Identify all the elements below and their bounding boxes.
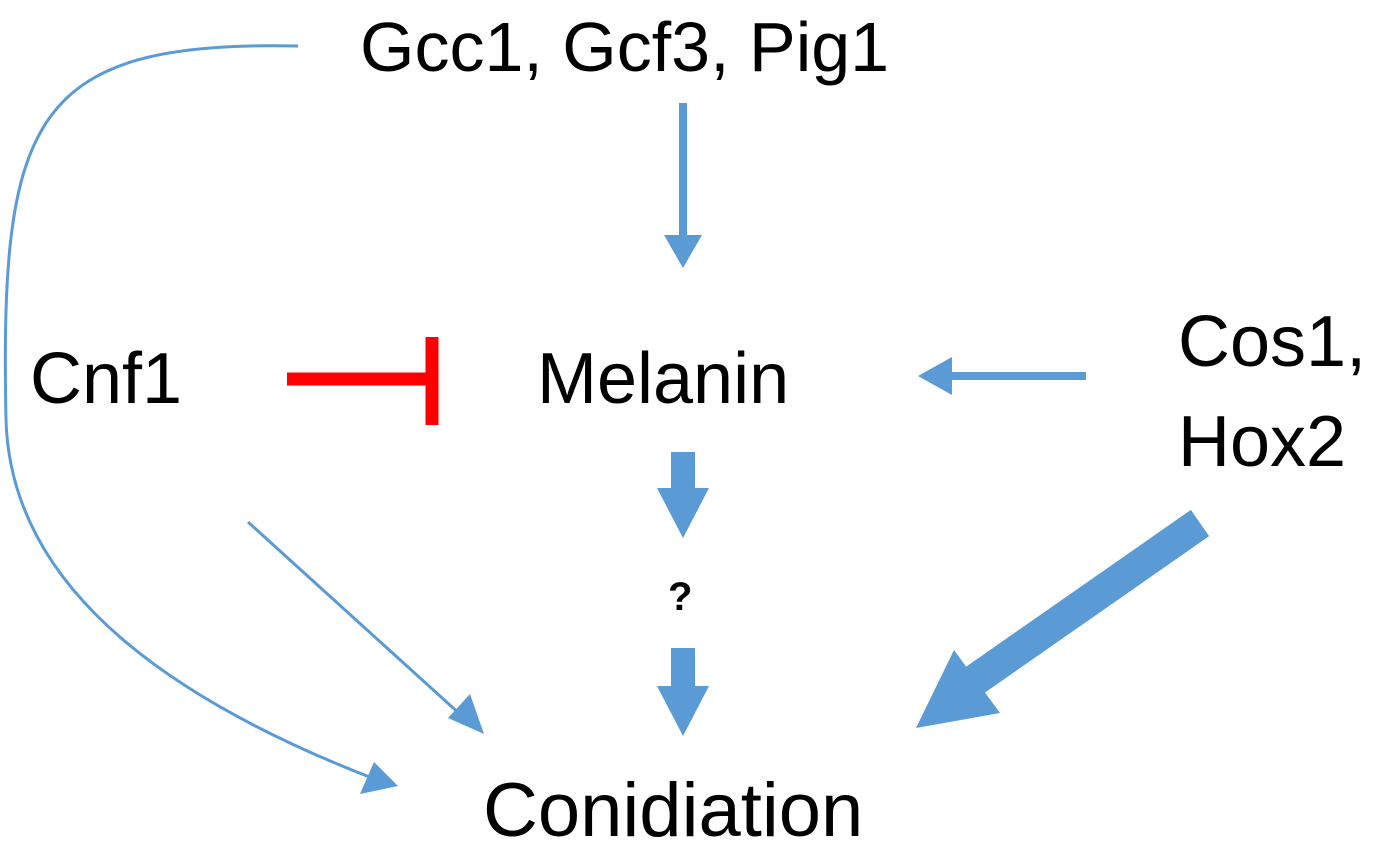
edge-genes-to-conidiation [3,44,398,794]
node-conidiation: Conidiation [483,768,864,851]
node-gcc1-gcf3-pig1: Gcc1, Gcf3, Pig1 [360,8,890,86]
node-hox2: Hox2 [1178,402,1347,482]
edge-melanin-to-question [657,452,709,538]
edge-cnf1-to-conidiation [246,520,484,734]
edge-cos1-hox2-to-conidiation [916,509,1210,728]
edge-cnf1-inhibits-melanin [287,337,439,425]
node-melanin: Melanin [537,339,790,419]
edge-genes-to-melanin [664,103,702,268]
edge-cos1-hox2-to-melanin [918,357,1086,395]
node-unknown-intermediate: ? [668,575,693,619]
node-cnf1: Cnf1 [30,339,183,419]
edge-question-to-conidiation [657,648,709,736]
node-cos1: Cos1, [1178,302,1367,382]
